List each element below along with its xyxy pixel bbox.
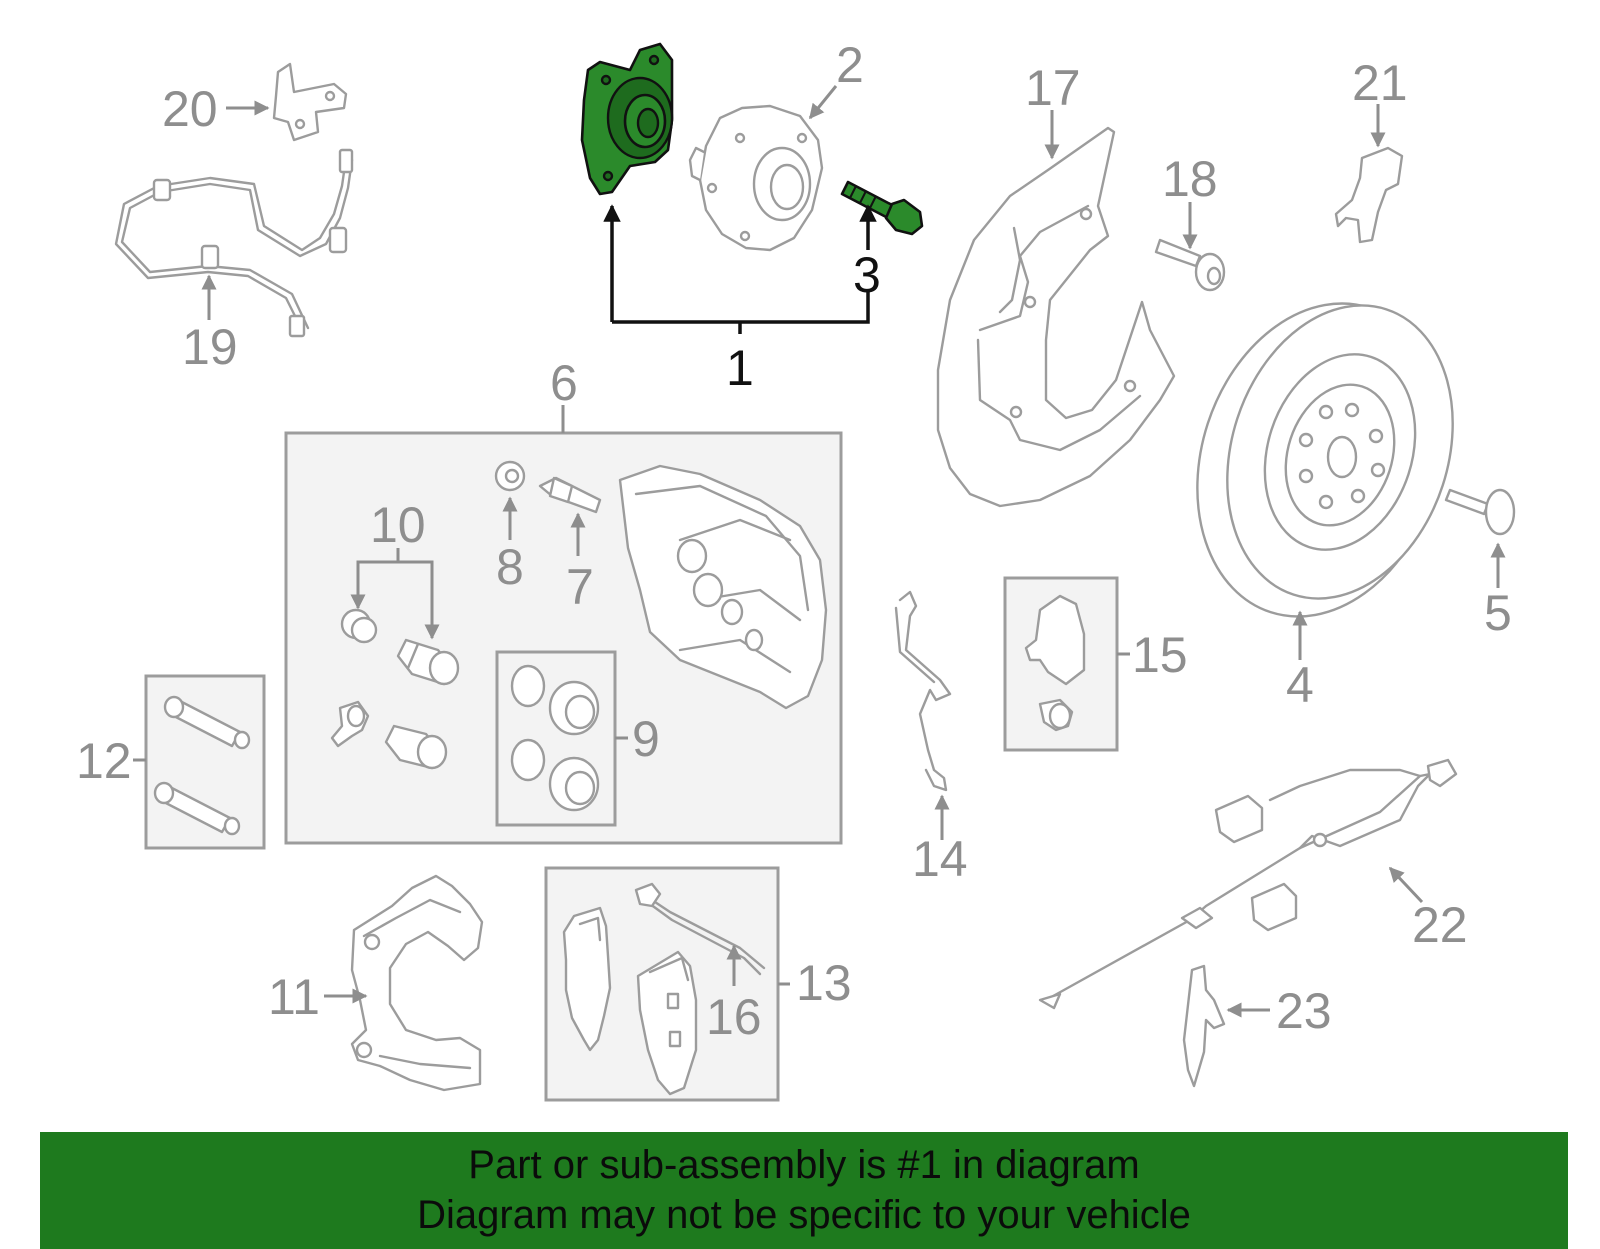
guide-pin-part-12[interactable]	[153, 695, 251, 836]
callout-11: 11	[268, 969, 320, 1025]
callout-18: 18	[1162, 151, 1218, 207]
banner-line-2: Diagram may not be specific to your vehi…	[417, 1193, 1191, 1237]
callout-5: 5	[1484, 585, 1512, 641]
brake-parts-diagram: 1 3 2 17 18 21	[76, 37, 1516, 1102]
guide-pin-boot-part-10c[interactable]	[330, 700, 370, 748]
piston-seal-kit-part-9[interactable]	[510, 664, 600, 812]
guide-pin-bushing-part-10d[interactable]	[384, 724, 448, 770]
callout-7: 7	[566, 559, 594, 615]
callout-9: 9	[632, 711, 660, 767]
hub-bolt-part-3[interactable]	[840, 180, 924, 236]
callout-16: 16	[706, 989, 762, 1045]
brake-rotor-part-4[interactable]	[1158, 271, 1489, 648]
rotor-screw-part-5[interactable]	[1444, 488, 1516, 536]
bushing-part-8[interactable]	[494, 460, 526, 492]
abs-sensor-part-21[interactable]	[1334, 146, 1404, 244]
callout-2: 2	[836, 37, 864, 93]
anti-rattle-spring-part-14[interactable]	[894, 590, 952, 792]
wheel-bearing-part-1[interactable]	[580, 42, 674, 196]
caliper-bracket-part-11[interactable]	[350, 874, 484, 1092]
wheel-hub-part-2[interactable]	[688, 104, 824, 252]
splash-shield-part-17[interactable]	[936, 126, 1176, 508]
callout-3: 3	[853, 247, 881, 303]
callout-19: 19	[182, 319, 238, 375]
shield-bolt-part-18[interactable]	[1154, 238, 1226, 292]
callout-22: 22	[1412, 897, 1468, 953]
callout-10: 10	[370, 497, 426, 553]
callout-1: 1	[726, 340, 754, 396]
brake-pad-part-15[interactable]	[1024, 594, 1086, 732]
callout-23: 23	[1276, 983, 1332, 1039]
banner-line-1: Part or sub-assembly is #1 in diagram	[468, 1143, 1140, 1187]
wear-sensor-harness-part-22[interactable]	[1038, 758, 1458, 1010]
retaining-clip-part-23[interactable]	[1182, 964, 1226, 1088]
callout-17: 17	[1025, 60, 1081, 116]
callout-13: 13	[796, 955, 852, 1011]
info-banner: Part or sub-assembly is #1 in diagram Di…	[40, 1132, 1568, 1249]
callout-12: 12	[76, 733, 132, 789]
caliper-housing-part-6[interactable]	[618, 464, 828, 710]
brake-hose-part-19[interactable]	[114, 148, 354, 338]
callout-21: 21	[1352, 55, 1408, 111]
wear-sensor-part-16[interactable]	[634, 882, 766, 976]
callout-4: 4	[1286, 657, 1314, 713]
guide-pin-bushing-part-10b[interactable]	[396, 638, 460, 686]
callout-8: 8	[496, 539, 524, 595]
callout-6: 6	[550, 355, 578, 411]
callout-20: 20	[162, 81, 218, 137]
guide-pin-boot-part-10a[interactable]	[340, 608, 378, 644]
bleeder-valve-part-7[interactable]	[538, 476, 602, 514]
callout-15: 15	[1132, 627, 1188, 683]
brake-pad-set-part-13[interactable]	[562, 906, 698, 1096]
hose-bracket-part-20[interactable]	[272, 62, 348, 142]
callout-14: 14	[912, 831, 968, 887]
